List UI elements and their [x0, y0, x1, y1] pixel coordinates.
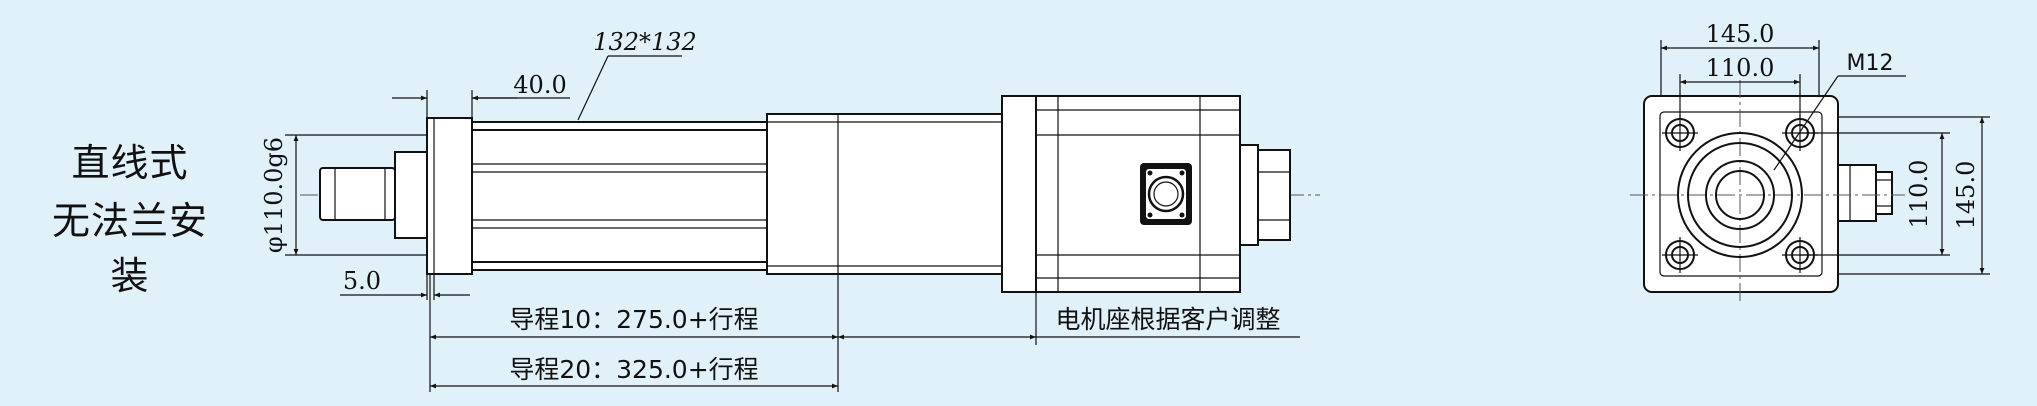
dim-end-width-outer: 145.0: [1660, 20, 1820, 96]
dim-end-height-inner: 110.0: [1800, 132, 1950, 256]
length-lead20: 导程20：325.0+行程: [509, 355, 758, 384]
tube-callout-text: 132*132: [593, 28, 697, 56]
rod-collar: [394, 151, 428, 239]
thread-callout: M12: [1773, 51, 1906, 171]
dim-end-height-outer: 145.0: [1838, 116, 1990, 275]
dim-5: 5.0: [340, 267, 470, 300]
dim-40-text: 40.0: [513, 71, 566, 99]
mount-type-line2: 无法兰安装: [51, 199, 208, 298]
thread-callout-text: M12: [1847, 51, 1894, 76]
encoder-end: [1257, 149, 1291, 241]
dim-length: 导程10：275.0+行程 导程20：325.0+行程 电机座根据客户调整: [429, 274, 1300, 392]
dim-end-height-outer-text: 145.0: [1952, 161, 1980, 230]
end-connector: [1837, 164, 1877, 222]
side-view: [300, 95, 1320, 293]
dim-40: 40.0: [392, 71, 570, 118]
end-plate: [1643, 95, 1839, 293]
motor-note: 电机座根据客户调整: [1055, 305, 1280, 334]
motor-body: [1035, 95, 1241, 293]
dim-end-height-inner-text: 110.0: [1905, 160, 1933, 229]
mount-type-line1: 直线式: [71, 141, 189, 185]
bolt-hole-icon: [1662, 237, 1698, 273]
encoder-cap: [1239, 144, 1259, 246]
motor-mount-plate: [1001, 95, 1037, 293]
length-lead10: 导程10：275.0+行程: [509, 305, 758, 334]
dim-diameter-text: φ110.0g6: [260, 137, 288, 253]
rod-end: [319, 167, 396, 221]
dim-5-text: 5.0: [343, 267, 381, 295]
end-view: [1630, 80, 1905, 305]
dim-end-width-outer-text: 145.0: [1706, 20, 1775, 48]
dim-end-width-inner-text: 110.0: [1706, 54, 1775, 82]
dim-diameter: φ110.0g6: [260, 134, 427, 256]
cylinder-tube: [471, 121, 768, 271]
rear-housing: [766, 113, 1003, 275]
tube-callout: 132*132: [577, 28, 697, 121]
dim-end-width-inner: 110.0: [1679, 54, 1801, 119]
